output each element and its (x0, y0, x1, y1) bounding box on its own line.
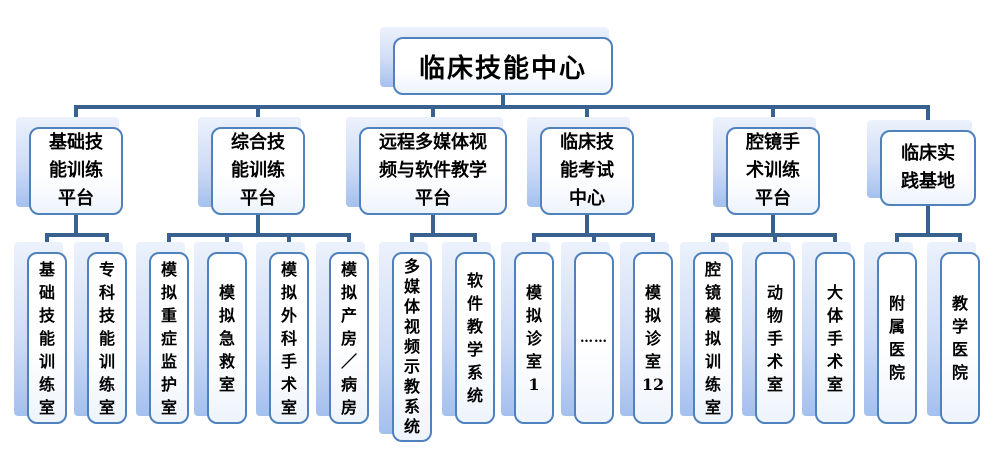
leaf-label: 模拟重症监护室 (149, 252, 189, 424)
platform-label: 综合技 能训练 平台 (211, 127, 305, 215)
multimedia-demo-system: 多媒体视频示教系统 (379, 242, 432, 442)
platform-label: 基础技 能训练 平台 (29, 127, 123, 215)
connector-bar-g2 (167, 233, 351, 237)
platform-multimedia-teaching: 远程多媒体视 频与软件教学 平台 (346, 117, 507, 215)
connector-parent-stub-g5 (771, 215, 775, 233)
leaf-label: 大体手术室 (815, 252, 855, 424)
leaf-label: 腔镜模拟训练室 (693, 252, 733, 424)
connector-bar-g4 (532, 233, 655, 237)
connector-parent-stub-g6 (926, 206, 930, 233)
connector-stub-platform-6 (926, 109, 930, 127)
leaf-label: 模拟外科手术室 (269, 252, 309, 424)
exam-center: 临床技 能考试 中心 (527, 117, 634, 215)
root-node: 临床技能中心 (380, 27, 613, 95)
platform-label: 远程多媒体视 频与软件教学 平台 (359, 127, 507, 215)
platform-label: 临床实 践基地 (880, 130, 976, 206)
exam-room-12: 模拟诊室 12 (620, 242, 673, 424)
leaf-label: 教学医院 (940, 252, 980, 424)
platform-endoscopic-surgery: 腔镜手 术训练 平台 (713, 117, 820, 215)
connector-root-trunk (501, 95, 505, 105)
connector-parent-stub-g2 (256, 215, 260, 233)
surgery-sim-room: 模拟外科手术室 (256, 242, 309, 424)
leaf-label: 附属医院 (877, 252, 917, 424)
basic-skills-room: 基础技能训练室 (14, 242, 67, 424)
leaf-label: 模拟急救室 (207, 252, 247, 424)
teaching-hospital: 教学医院 (927, 242, 980, 424)
connector-main-bar (74, 105, 930, 109)
connector-bar-g3 (410, 233, 477, 237)
root-node-label: 临床技能中心 (393, 37, 613, 95)
software-teaching-system: 软件教学系统 (442, 242, 495, 424)
connector-parent-stub-g1 (74, 215, 78, 233)
emergency-sim-room: 模拟急救室 (194, 242, 247, 424)
connector-parent-stub-g4 (585, 215, 589, 233)
connector-parent-stub-g3 (431, 215, 435, 233)
exam-room-1: 模拟诊室 1 (501, 242, 554, 424)
clinical-practice-base: 临床实 践基地 (867, 120, 976, 206)
connector-bar-g1 (45, 233, 109, 237)
platform-label: 腔镜手 术训练 平台 (726, 127, 820, 215)
icu-sim-room: 模拟重症监护室 (136, 242, 189, 424)
leaf-label: 动物手术室 (755, 252, 795, 424)
leaf-label: 多媒体视频示教系统 (392, 252, 432, 442)
connector-bar-g5 (711, 233, 837, 237)
delivery-ward-sim-room: 模拟产房／病房 (316, 242, 369, 424)
leaf-label: …… (574, 252, 614, 424)
endoscopy-sim-room: 腔镜模拟训练室 (680, 242, 733, 424)
platform-basic-skills: 基础技 能训练 平台 (16, 117, 123, 215)
affiliated-hospital: 附属医院 (864, 242, 917, 424)
animal-operating-room: 动物手术室 (742, 242, 795, 424)
cadaver-operating-room: 大体手术室 (802, 242, 855, 424)
connector-bar-g6 (895, 233, 962, 237)
leaf-label: 模拟产房／病房 (329, 252, 369, 424)
leaf-label: 模拟诊室 12 (633, 252, 673, 424)
specialty-skills-room: 专科技能训练室 (74, 242, 127, 424)
platform-comprehensive-skills: 综合技 能训练 平台 (198, 117, 305, 215)
platform-label: 临床技 能考试 中心 (540, 127, 634, 215)
leaf-label: 软件教学系统 (455, 252, 495, 424)
leaf-label: 专科技能训练室 (87, 252, 127, 424)
leaf-label: 基础技能训练室 (27, 252, 67, 424)
leaf-label: 模拟诊室 1 (514, 252, 554, 424)
exam-room-ellipsis: …… (561, 242, 614, 424)
